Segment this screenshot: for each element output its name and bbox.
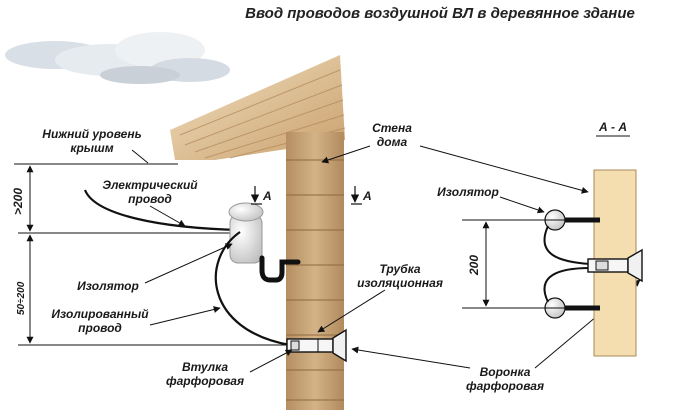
label-funnel-1: Воронка — [480, 365, 531, 379]
section-title: А - А — [598, 120, 627, 134]
section-insulator-top-icon — [544, 209, 600, 231]
label-bushing-1: Втулка — [182, 360, 228, 374]
cloud-illustration — [5, 32, 230, 84]
section-bushing-icon — [587, 248, 643, 283]
label-tube-1: Трубка — [379, 262, 421, 276]
label-bushing-2: фарфоровая — [166, 374, 244, 388]
label-electric-wire-2: провод — [128, 192, 172, 206]
label-roof-level-1: Нижний уровень — [42, 127, 141, 141]
diagram-title: Ввод проводов воздушной ВЛ в деревянное … — [245, 5, 635, 22]
dimension-lines — [14, 149, 290, 346]
label-wall-1: Стена — [372, 121, 412, 135]
dim-200: 200 — [467, 255, 481, 276]
label-insulated-wire-1: Изолированный — [51, 307, 149, 321]
label-insulator-section: Изолятор — [437, 185, 499, 199]
wooden-wall — [286, 132, 344, 410]
porcelain-bushing-icon — [286, 328, 347, 363]
dim-50-200: 50÷200 — [16, 281, 27, 315]
section-mark-left: А — [262, 189, 272, 203]
label-wall-2: дома — [377, 135, 408, 149]
label-insulator: Изолятор — [77, 279, 139, 293]
label-roof-level-2: крышм — [70, 141, 113, 155]
label-insulated-wire-2: провод — [78, 321, 122, 335]
section-wires — [543, 225, 591, 303]
section-mark-right: А — [362, 189, 372, 203]
insulator-icon — [228, 202, 301, 283]
section-insulator-bottom-icon — [544, 297, 600, 319]
dim-gt200: >200 — [11, 188, 25, 215]
label-electric-wire-1: Электрический — [102, 178, 198, 192]
section-marks — [250, 186, 362, 205]
label-tube-2: изоляционная — [357, 276, 443, 290]
label-funnel-2: фарфоровая — [466, 379, 544, 393]
section-dimension — [462, 219, 555, 309]
electric-wire-path — [83, 189, 241, 232]
